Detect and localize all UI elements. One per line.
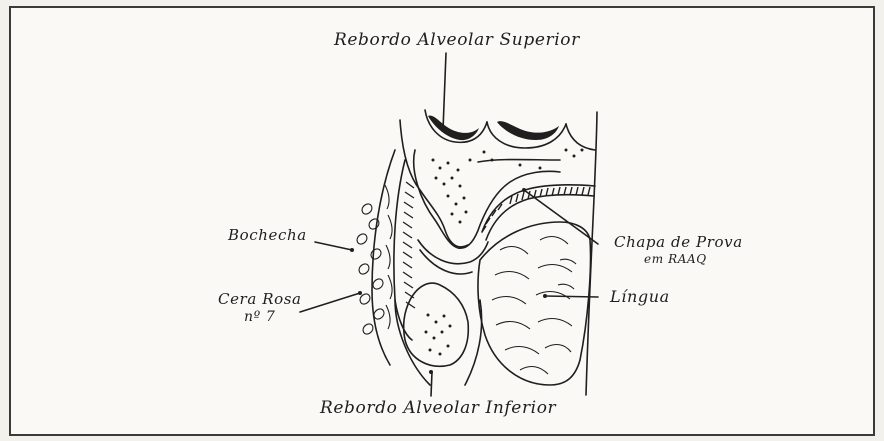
- palate-tuft-1: [428, 116, 479, 141]
- label-wax-line2: nº 7: [244, 309, 275, 325]
- palate-arc-3: [566, 124, 595, 150]
- leader-cheek: [315, 242, 352, 250]
- leader-plate: [524, 190, 598, 244]
- label-wax-line1: Cera Rosa: [218, 290, 302, 308]
- label-tongue: Língua: [610, 287, 670, 306]
- leader-top: [443, 53, 446, 130]
- leader-tongue: [545, 296, 598, 297]
- label-plate-line2: em RAAQ: [644, 252, 707, 266]
- label-lower-ridge: Rebordo Alveolar Inferior: [320, 398, 556, 418]
- palate-tuft-2: [497, 121, 559, 140]
- upper-ridge-inner: [414, 150, 560, 248]
- lower-ridge-left-line: [395, 300, 430, 385]
- leader-bottom: [431, 372, 432, 396]
- cheek-outer-line: [372, 150, 395, 365]
- tongue-outline: [478, 222, 591, 385]
- midline-boundary: [586, 112, 597, 395]
- upper-ridge-top-line: [478, 160, 560, 163]
- label-upper-ridge: Rebordo Alveolar Superior: [334, 30, 580, 50]
- label-plate-line1: Chapa de Prova: [614, 233, 743, 251]
- leader-wax: [300, 293, 360, 312]
- label-cheek: Bochecha: [228, 226, 307, 244]
- lower-ridge-outline: [404, 283, 469, 366]
